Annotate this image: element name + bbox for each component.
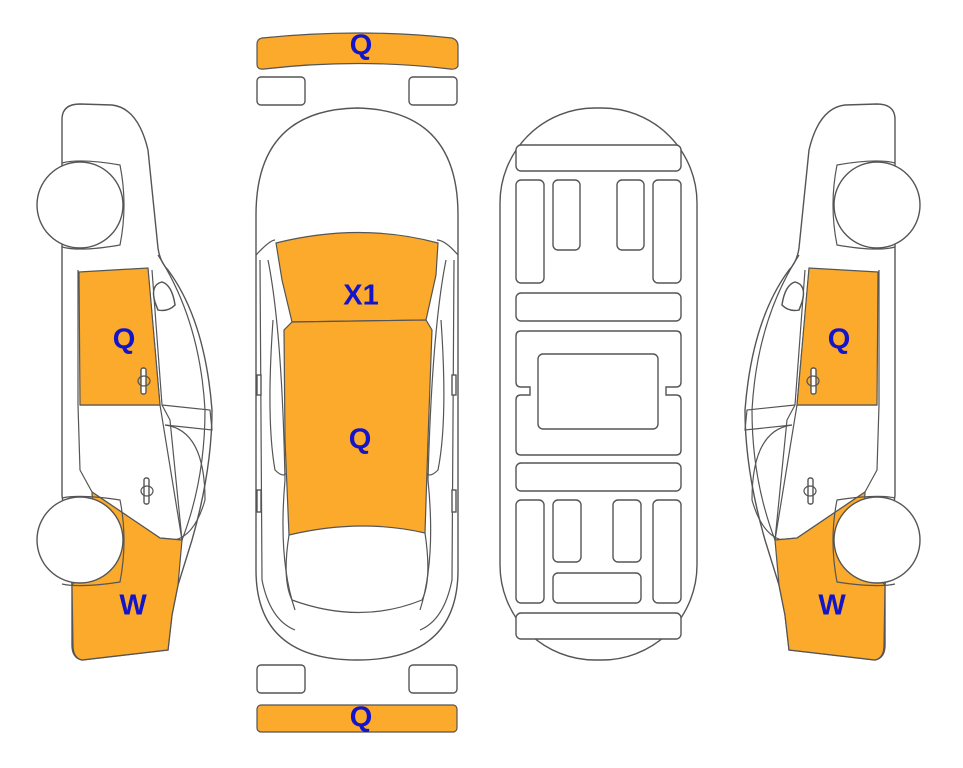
roof-zone[interactable] [283, 319, 433, 536]
roof-damage-code: Q [348, 423, 372, 456]
top-view [255, 32, 459, 733]
left-front-door-damage-code: Q [112, 323, 136, 356]
front-bumper-damage-code: Q [349, 29, 373, 62]
left-rear-fender-damage-code: W [119, 589, 147, 622]
front-bumper-zone[interactable] [256, 32, 459, 70]
rear-bumper-damage-code: Q [349, 701, 373, 734]
right-rear-fender-damage-code: W [818, 589, 846, 622]
rear-bumper-zone[interactable] [256, 704, 458, 733]
windshield-damage-code: X1 [343, 279, 379, 312]
windshield-zone[interactable] [275, 231, 439, 323]
right-front-door-damage-code: Q [827, 323, 851, 356]
left-side-view [36, 103, 213, 661]
right-side-view [744, 103, 921, 661]
underbody-view [499, 107, 698, 661]
